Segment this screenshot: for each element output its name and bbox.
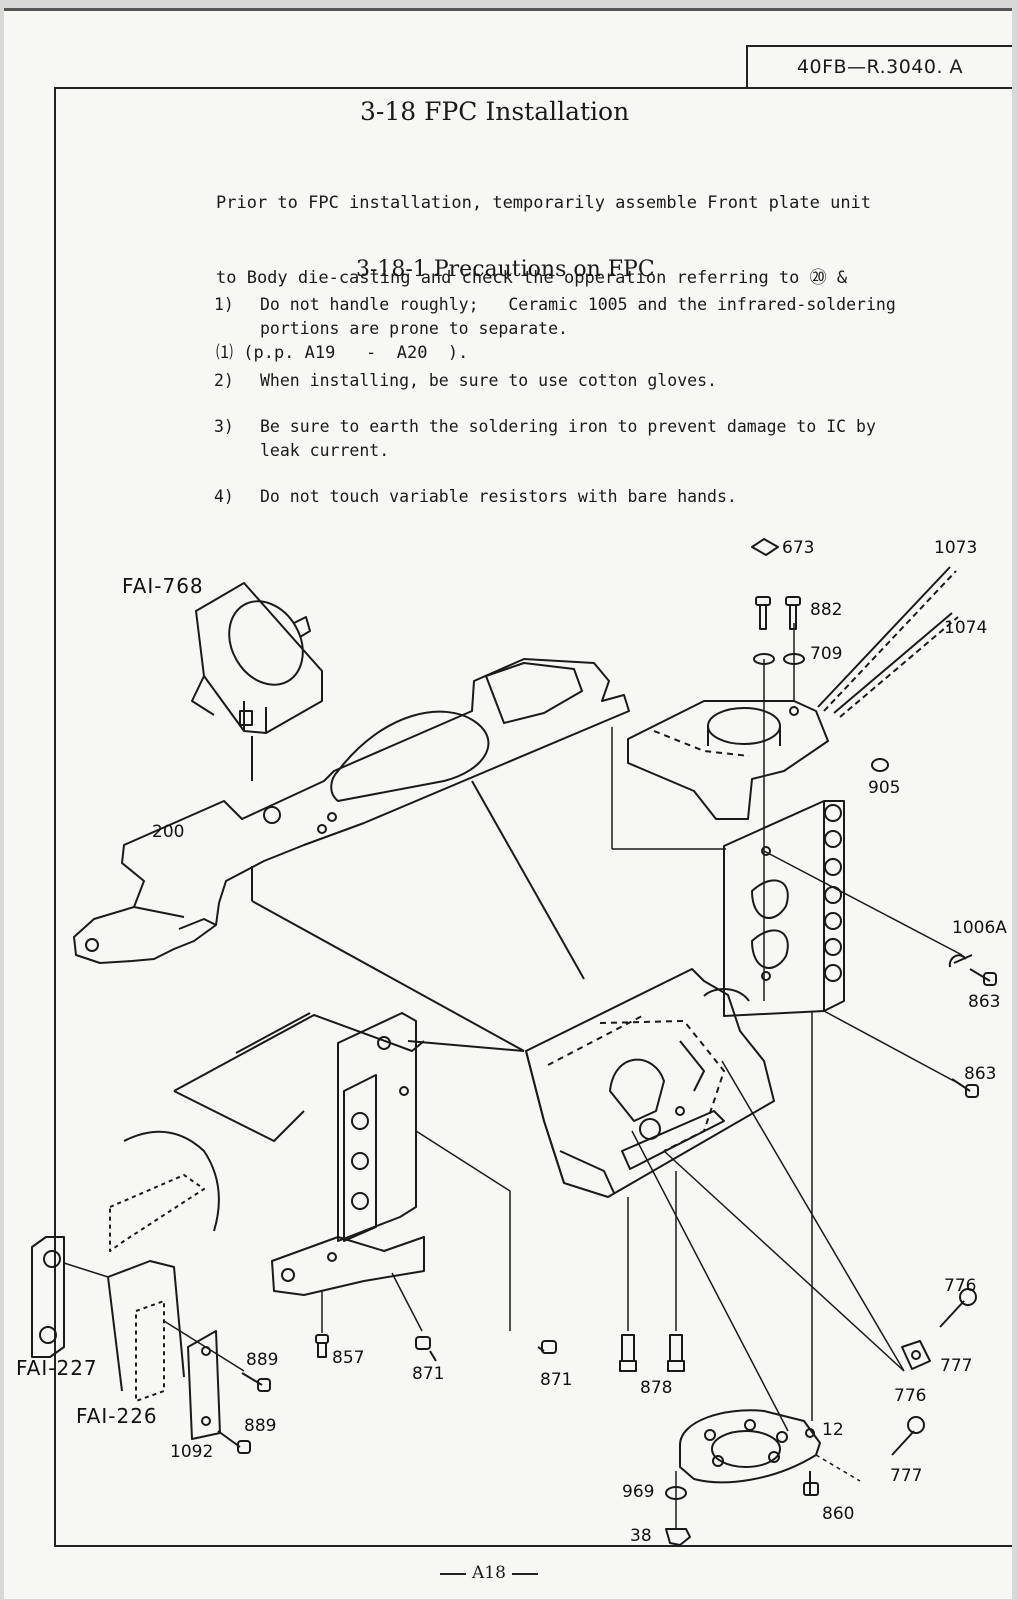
leader-line [721,1060,905,1372]
leader-line [407,1040,525,1052]
label-fai768: FAI-768 [122,574,204,598]
screw-863-upper [948,954,997,986]
label-863-lower: 863 [964,1064,996,1084]
flange-12-part [679,1409,821,1484]
washer-905 [871,758,889,772]
label-1006a: 1006A [952,918,1007,938]
label-709: 709 [810,644,842,664]
precaution-number: 1) [214,295,234,314]
precaution-item: 3) Be sure to earth the soldering iron t… [214,415,1009,463]
diagram-linework [31,538,997,1546]
label-fai226: FAI-226 [76,1404,158,1428]
label-1074: 1074 [944,618,987,638]
label-12: 12 [822,1420,844,1440]
label-776-upper: 776 [944,1276,976,1296]
washer-969 [665,1486,687,1500]
leader-line [471,780,585,980]
label-905: 905 [868,778,900,798]
wire-1073-1074 [817,566,959,718]
page-frame [54,87,1012,1547]
screw-863-lower [951,1078,979,1098]
nut-38 [665,1528,691,1546]
upper-bracket-part [627,700,829,820]
leader-line [415,1130,511,1192]
label-863-upper: 863 [968,992,1000,1012]
label-857: 857 [332,1348,364,1368]
leader-line [823,1010,955,1082]
intro-line: Prior to FPC installation, temporarily a… [216,193,872,213]
label-871-right: 871 [540,1370,572,1390]
label-882: 882 [810,600,842,620]
label-1092: 1092 [170,1442,213,1462]
precaution-line: Do not handle roughly; Ceramic 1005 and … [260,295,896,314]
leader-line [63,1262,109,1278]
precaution-line: Do not touch variable resistors with bar… [260,487,737,506]
precaution-line: leak current. [260,441,390,460]
leader-line [391,1272,423,1332]
bolt-878-pair [619,1171,685,1372]
label-673: 673 [782,538,814,558]
precaution-line: portions are prone to separate. [260,319,568,338]
precaution-item: 1) Do not handle roughly; Ceramic 1005 a… [214,293,1009,341]
intro-line: ⑴ (p.p. A19 - A20 ). [216,343,469,363]
page-number: A18 [440,1563,538,1583]
middle-bracket-part [271,1012,425,1296]
leader-line [663,1150,905,1372]
section-intro: Prior to FPC installation, temporarily a… [216,141,1006,416]
fai768-holder-part [191,582,323,734]
label-878: 878 [640,1378,672,1398]
small-screws [217,1334,557,1454]
precaution-line: When installing, be sure to use cotton g… [260,371,717,390]
leader-line [763,850,963,956]
label-969: 969 [622,1482,654,1502]
precaution-line: Be sure to earth the soldering iron to p… [260,417,876,436]
left-bracket-part [107,1012,425,1392]
intro-line: to Body die-casting and check the oppera… [216,268,848,288]
bolt-860-head [803,1482,819,1496]
label-38: 38 [630,1526,652,1546]
precaution-number: 4) [214,487,234,506]
screws-776-777 [891,1288,977,1456]
label-889-upper: 889 [246,1350,278,1370]
precaution-item: 4) Do not touch variable resistors with … [214,485,1009,509]
section-title: 3-18 FPC Installation [360,97,630,126]
label-777-lower: 777 [890,1466,922,1486]
label-860: 860 [822,1504,854,1524]
label-1073: 1073 [934,538,977,558]
label-889-lower: 889 [244,1416,276,1436]
leader-line [631,1130,789,1432]
label-fai227: FAI-227 [16,1356,98,1380]
leader-line [251,900,525,1052]
label-871-left: 871 [412,1364,444,1384]
leader-line [815,1454,861,1482]
precaution-item: 2) When installing, be sure to use cotto… [214,369,1009,393]
part-673-shape [751,538,779,556]
screw-882-pair [753,596,805,665]
label-200: 200 [152,822,184,842]
label-777-upper: 777 [940,1356,972,1376]
body-plate-center [525,968,775,1198]
subsection-title: 3-18-1 Precautions on FPC [356,257,655,282]
manual-page: 40FB—R.3040. A 3-18 FPC Installation Pri… [4,8,1012,1599]
exploded-assembly-diagram: FAI-768 FAI-227 FAI-226 200 673 1073 107… [16,538,1007,1546]
precaution-number: 2) [214,371,234,390]
label-776-lower: 776 [894,1386,926,1406]
plate-200-part [73,658,630,964]
fai227-part [31,1236,65,1358]
precaution-number: 3) [214,417,234,436]
fpc-board-right [703,800,845,1017]
